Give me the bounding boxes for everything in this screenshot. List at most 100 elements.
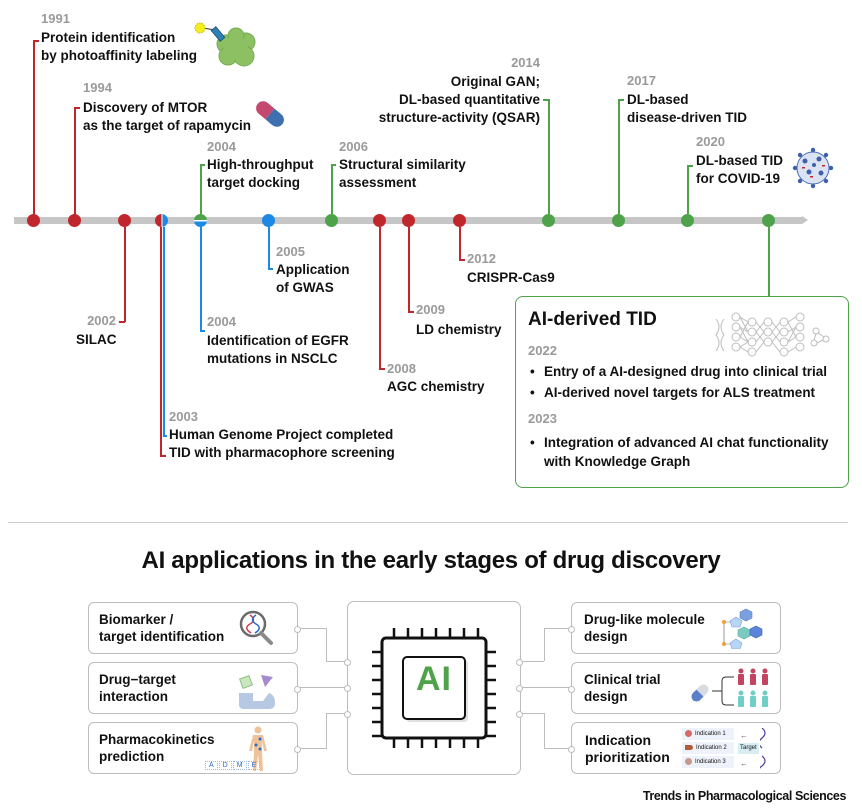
card-label: Clinical trial design — [584, 671, 661, 705]
adme-d: D — [218, 761, 232, 770]
connector-2008 — [379, 227, 381, 369]
event-line: Structural similarity — [339, 157, 466, 172]
arrow-left-icon: ← — [740, 731, 748, 740]
timeline-dot-1994 — [68, 214, 81, 227]
dna-icon — [760, 728, 766, 769]
connector-2014 — [548, 99, 550, 214]
event-year: 1994 — [83, 80, 112, 95]
event-text: Identification of EGFR mutations in NSCL… — [207, 332, 349, 368]
connector-2003-red-tick — [160, 455, 166, 457]
section-divider — [8, 522, 848, 523]
timeline-dot-2009 — [402, 214, 415, 227]
event-line: of GWAS — [276, 280, 334, 295]
event-year: 2017 — [627, 73, 656, 88]
connector-knob — [516, 685, 523, 692]
event-line: DL-based quantitative — [398, 92, 540, 107]
connector-knob — [294, 746, 301, 753]
connector-2017-tick — [618, 99, 624, 101]
card-drug-like-molecule-design: Drug-like molecule design — [568, 602, 781, 654]
connector-2009 — [408, 227, 410, 312]
event-year: 2009 — [416, 302, 445, 317]
connector-2014-tick — [543, 99, 549, 101]
ai-derived-tid-box: AI-derived TID 2022 •Entry of a AI-desig… — [515, 296, 849, 488]
timeline-dot-2012 — [453, 214, 466, 227]
arrow-left-icon: ← — [740, 759, 748, 768]
ai-box-item: •AI-derived novel targets for ALS treatm… — [530, 383, 815, 403]
connector-2003-blue — [163, 227, 165, 436]
connector-ai-box — [768, 227, 770, 297]
ai-box-item-text: with Knowledge Graph — [544, 454, 691, 469]
adme-e: E — [247, 761, 261, 770]
virus-icon — [792, 147, 834, 189]
tumor-icon — [685, 729, 692, 737]
connector-line — [519, 687, 571, 688]
connector-knob — [344, 711, 351, 718]
connector-line — [326, 628, 327, 661]
brain-icon — [685, 757, 692, 765]
timeline-dot-2020 — [681, 214, 694, 227]
timeline-dot-ai — [762, 214, 775, 227]
connector-line — [544, 713, 545, 749]
event-line: as the target of rapamycin — [83, 118, 252, 133]
connector-2009-tick — [408, 311, 414, 313]
timeline-dot-2014 — [542, 214, 555, 227]
event-text: DL-based disease-driven TID — [627, 91, 747, 127]
human-body-icon — [249, 726, 267, 771]
event-line: Protein identification — [41, 30, 176, 45]
event-year: 2005 — [276, 244, 305, 259]
event-year: 2004 — [207, 314, 236, 329]
event-year: 2002 — [87, 313, 116, 328]
event-text: SILAC — [76, 332, 117, 347]
event-text: Human Genome Project completed TID with … — [169, 426, 395, 462]
event-line: TID with pharmacophore screening — [169, 445, 395, 460]
ai-box-item-text: Integration of advanced AI chat function… — [544, 435, 829, 450]
card-label: Indication prioritization — [585, 732, 670, 766]
ai-box-title: AI-derived TID — [528, 309, 657, 330]
bullet: • — [530, 364, 535, 379]
ai-box-item: •Entry of a AI-designed drug into clinic… — [530, 362, 827, 382]
event-line: Identification of EGFR — [207, 333, 349, 348]
event-year: 2008 — [387, 361, 416, 376]
timeline-dot-2003 — [155, 214, 168, 227]
connector-knob — [516, 659, 523, 666]
ai-chip-box: AI — [344, 601, 523, 775]
timeline-dot-2005 — [262, 214, 275, 227]
card-label-line: Drug-like molecule — [584, 612, 705, 627]
event-text: AGC chemistry — [387, 379, 485, 394]
drug-target-binding-icon — [239, 675, 275, 709]
event-line: DL-based — [627, 92, 689, 107]
event-text: Application of GWAS — [276, 261, 350, 297]
connector-2008-tick — [379, 368, 385, 370]
photoaffinity-protein-icon — [194, 22, 256, 67]
connector-1994 — [74, 107, 76, 216]
card-biomarker-target-identification: Biomarker / target identification — [88, 602, 301, 654]
connector-line — [326, 713, 327, 748]
event-text: LD chemistry — [416, 322, 502, 337]
card-label-line: design — [584, 689, 628, 704]
ai-box-item-text: AI-derived novel targets for ALS treatme… — [544, 385, 816, 400]
adme-labels: A D M E — [205, 761, 261, 770]
indication-row: Indication 2 — [682, 742, 734, 754]
event-line: Discovery of MTOR — [83, 100, 208, 115]
event-year: 2006 — [339, 139, 368, 154]
connector-line — [297, 628, 327, 629]
journal-credit: Trends in Pharmacological Sciences — [642, 789, 847, 803]
connector-knob — [516, 711, 523, 718]
card-label-line: target identification — [99, 629, 225, 644]
event-text: DL-based TID for COVID-19 — [696, 152, 783, 188]
card-label-line: prioritization — [585, 749, 670, 765]
indication-row: Indication 3 — [682, 756, 734, 768]
ai-label: AI — [416, 660, 452, 698]
connector-2012-tick — [459, 259, 465, 261]
magnifier-dna-icon — [239, 610, 273, 645]
ai-box-item: with Knowledge Graph — [530, 452, 690, 472]
capsule-icon — [256, 101, 284, 127]
event-text: High-throughput target docking — [207, 156, 313, 192]
connector-knob — [568, 686, 575, 693]
connector-line — [519, 661, 544, 662]
connector-2006 — [331, 164, 333, 214]
indication-label: Indication 2 — [696, 745, 727, 751]
connector-2002 — [124, 227, 126, 322]
card-label: Pharmacokinetics prediction — [99, 731, 215, 765]
event-line: High-throughput — [207, 157, 314, 172]
